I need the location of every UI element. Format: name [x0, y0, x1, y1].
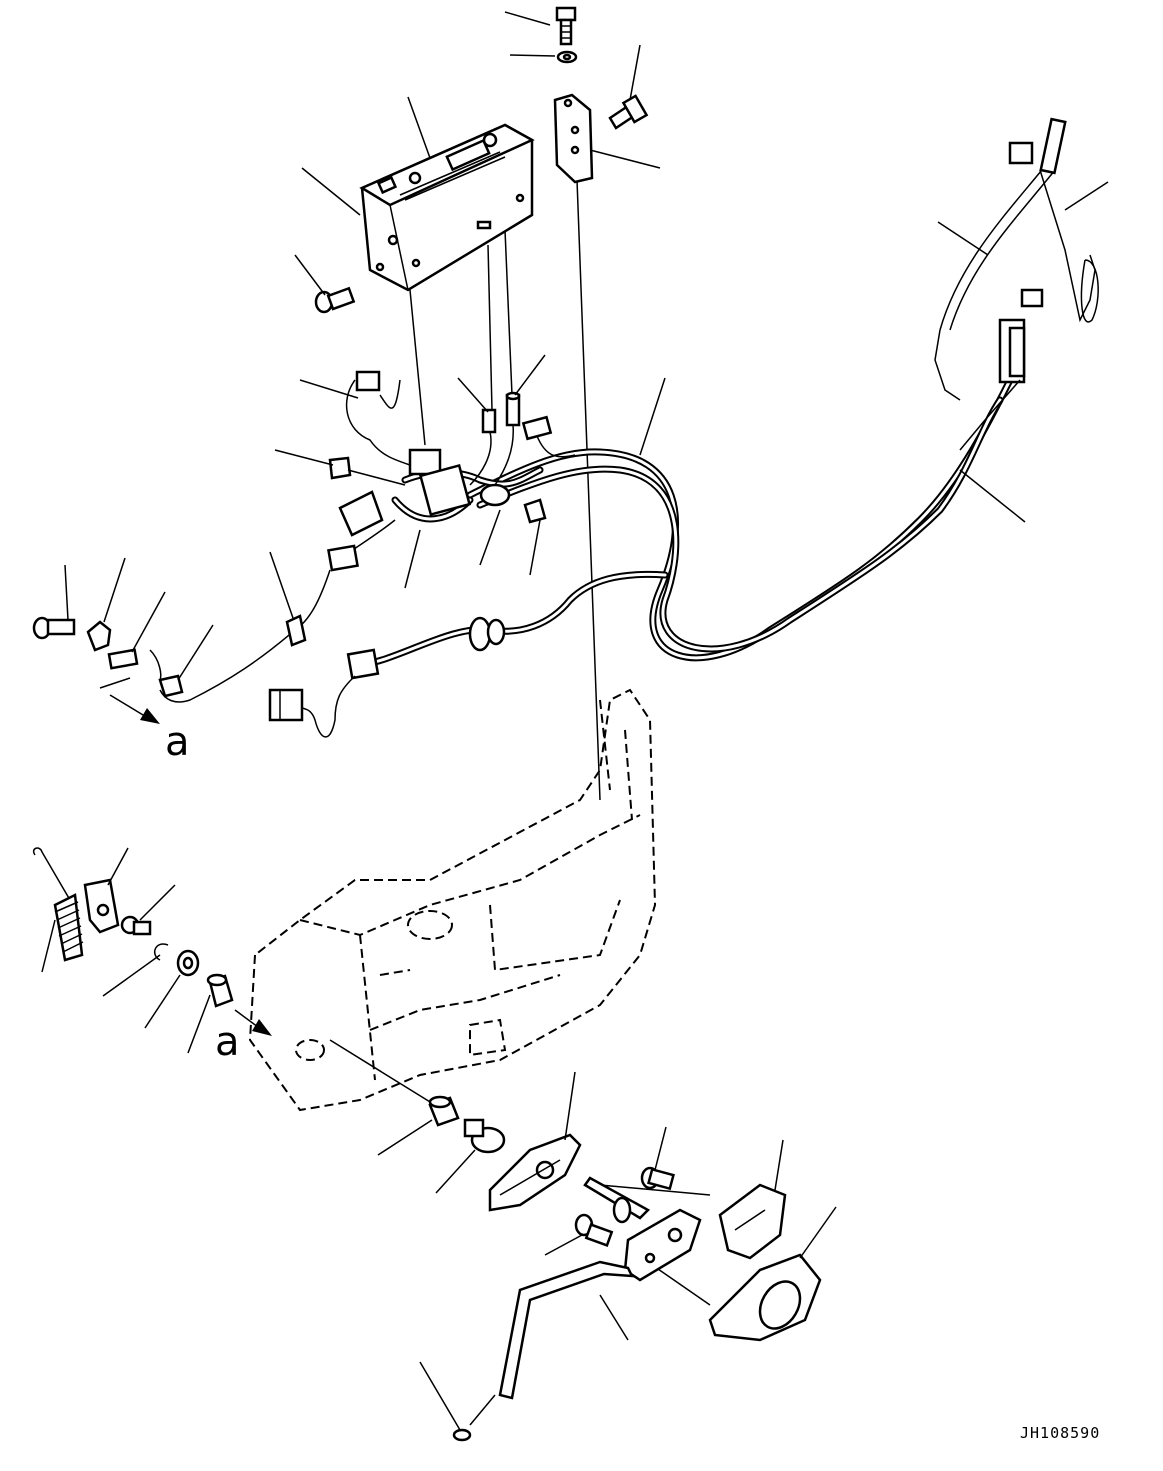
bolt-bracket: [608, 94, 649, 130]
controller-unit: [359, 123, 535, 292]
bolt-lever-lower: [574, 1213, 614, 1247]
lever-plate: [623, 1208, 702, 1282]
bolt-latch: [120, 915, 152, 936]
lever-cover-lower: [708, 1253, 822, 1342]
assembly-guide-lines: [329, 179, 711, 1426]
bolt-lever-upper: [640, 1166, 675, 1191]
bushing-lower: [428, 1095, 460, 1127]
harness-lower-branch: [268, 570, 669, 738]
return-spring: [32, 847, 84, 962]
bolt-controller: [314, 286, 356, 314]
mounting-bracket: [553, 93, 594, 184]
bolt-left: [32, 616, 76, 640]
harness-left-branch: [149, 519, 396, 703]
washer-pivot: [176, 949, 200, 977]
clip-left: [86, 620, 112, 652]
harness-junction: [328, 370, 576, 537]
lever-cam: [488, 1133, 582, 1212]
wiring-harness: [466, 117, 1099, 662]
lever-rod: [498, 1260, 635, 1400]
seat-frame: [248, 688, 657, 1112]
washer-top: [556, 50, 578, 64]
bushing-pivot: [206, 973, 234, 1008]
connector-left: [107, 648, 139, 670]
latch-hook: [83, 878, 120, 934]
drawing-code: JH108590: [1020, 1424, 1100, 1442]
lever-grip: [452, 1428, 472, 1442]
lever-cover-upper: [718, 1183, 787, 1260]
view-arrow-a: [99, 677, 160, 724]
view-label-a-target: a: [215, 1019, 240, 1065]
callout-leaders: [41, 11, 1109, 1431]
lever-shaft: [583, 1176, 651, 1224]
view-arrow-a-target: [234, 1009, 272, 1036]
pivot-pin: [463, 1118, 506, 1154]
bolt-top: [555, 6, 577, 46]
snap-ring: [153, 943, 169, 961]
view-label-a: a: [165, 719, 190, 765]
